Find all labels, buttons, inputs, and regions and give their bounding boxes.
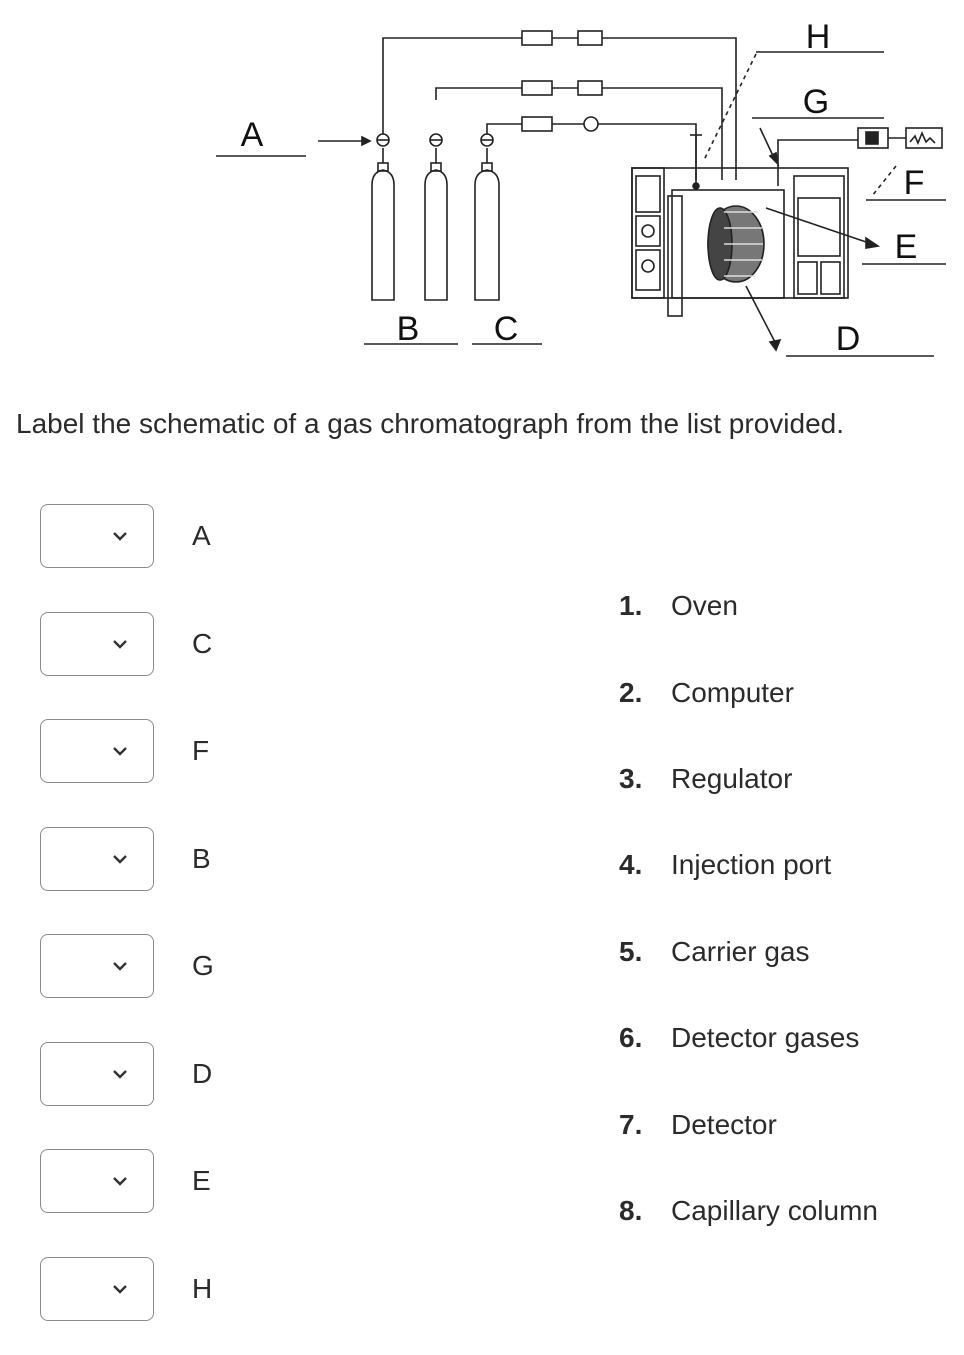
gas-cylinder-3 (474, 148, 500, 301)
option-text: Oven (671, 590, 738, 621)
gc-schematic-diagram: A B C D E F G H (216, 18, 946, 358)
gas-cylinder-1 (371, 148, 395, 301)
match-row-label: A (192, 520, 211, 551)
option-number: 7. (619, 1109, 643, 1140)
option-text: Regulator (671, 763, 793, 794)
answer-dropdown-d[interactable] (40, 1042, 154, 1106)
chevron-down-icon (113, 640, 127, 649)
option-item: 8. Capillary column (619, 1195, 878, 1227)
gas-line-1 (382, 37, 522, 134)
option-text: Injection port (671, 849, 832, 880)
match-row-b: B (40, 826, 211, 892)
match-row-d: D (40, 1041, 212, 1107)
answer-dropdown-c[interactable] (40, 612, 154, 676)
option-number: 4. (619, 849, 643, 880)
chevron-down-icon (113, 1070, 127, 1079)
pointer-f (871, 165, 897, 197)
option-number: 1. (619, 590, 643, 621)
diagram-label-d: D (836, 320, 861, 358)
detector-line (777, 139, 858, 186)
capillary-column (707, 205, 765, 283)
answer-dropdown-a[interactable] (40, 504, 154, 568)
pointer-g (759, 127, 775, 159)
option-text: Capillary column (671, 1195, 878, 1226)
match-row-label: H (192, 1273, 213, 1304)
option-item: 4. Injection port (619, 849, 831, 881)
answer-dropdown-f[interactable] (40, 719, 154, 783)
diagram-label-f: F (904, 164, 925, 202)
chevron-down-icon (113, 532, 127, 541)
answer-dropdown-b[interactable] (40, 827, 154, 891)
diagram-label-c: C (494, 310, 519, 348)
option-item: 7. Detector (619, 1109, 777, 1141)
option-item: 5. Carrier gas (619, 936, 809, 968)
option-number: 8. (619, 1195, 643, 1226)
option-item: 1. Oven (619, 590, 738, 622)
match-row-label: G (192, 950, 214, 981)
diagram-label-g: G (803, 83, 829, 121)
answer-dropdown-e[interactable] (40, 1149, 154, 1213)
match-row-h: H (40, 1256, 212, 1322)
option-item: 6. Detector gases (619, 1022, 859, 1054)
answer-dropdown-h[interactable] (40, 1257, 154, 1321)
option-number: 3. (619, 763, 643, 794)
option-item: 2. Computer (619, 677, 794, 709)
option-item: 3. Regulator (619, 763, 792, 795)
arrow-a-head (361, 135, 372, 147)
match-row-g: G (40, 933, 214, 999)
gas-cylinder-2 (424, 148, 448, 301)
chevron-down-icon (113, 1285, 127, 1294)
match-row-label: D (192, 1058, 213, 1089)
pointer-d (745, 285, 777, 345)
option-text: Carrier gas (671, 936, 810, 967)
option-number: 5. (619, 936, 643, 967)
option-number: 2. (619, 677, 643, 708)
pointer-e (765, 207, 873, 245)
option-text: Detector (671, 1109, 777, 1140)
match-row-c: C (40, 611, 212, 677)
diagram-label-e: E (895, 228, 918, 266)
match-row-e: E (40, 1148, 211, 1214)
match-row-label: B (192, 843, 211, 874)
option-text: Detector gases (671, 1022, 860, 1053)
gas-line-3 (486, 123, 522, 134)
diagram-label-a: A (241, 116, 264, 154)
answer-dropdown-g[interactable] (40, 934, 154, 998)
recorder-box (905, 127, 943, 149)
match-row-a: A (40, 503, 211, 569)
match-row-f: F (40, 718, 209, 784)
match-row-label: C (192, 628, 213, 659)
diagram-label-h: H (806, 18, 831, 56)
option-text: Computer (671, 677, 794, 708)
chevron-down-icon (113, 747, 127, 756)
chevron-down-icon (113, 962, 127, 971)
gas-line-2 (435, 87, 522, 100)
chevron-down-icon (113, 855, 127, 864)
option-number: 6. (619, 1022, 643, 1053)
match-row-label: F (192, 735, 210, 766)
diagram-label-b: B (397, 310, 420, 348)
oven-chamber (671, 189, 785, 299)
match-row-label: E (192, 1165, 211, 1196)
chevron-down-icon (113, 1177, 127, 1186)
question-prompt: Label the schematic of a gas chromatogra… (16, 408, 844, 439)
pointer-h (703, 53, 757, 161)
